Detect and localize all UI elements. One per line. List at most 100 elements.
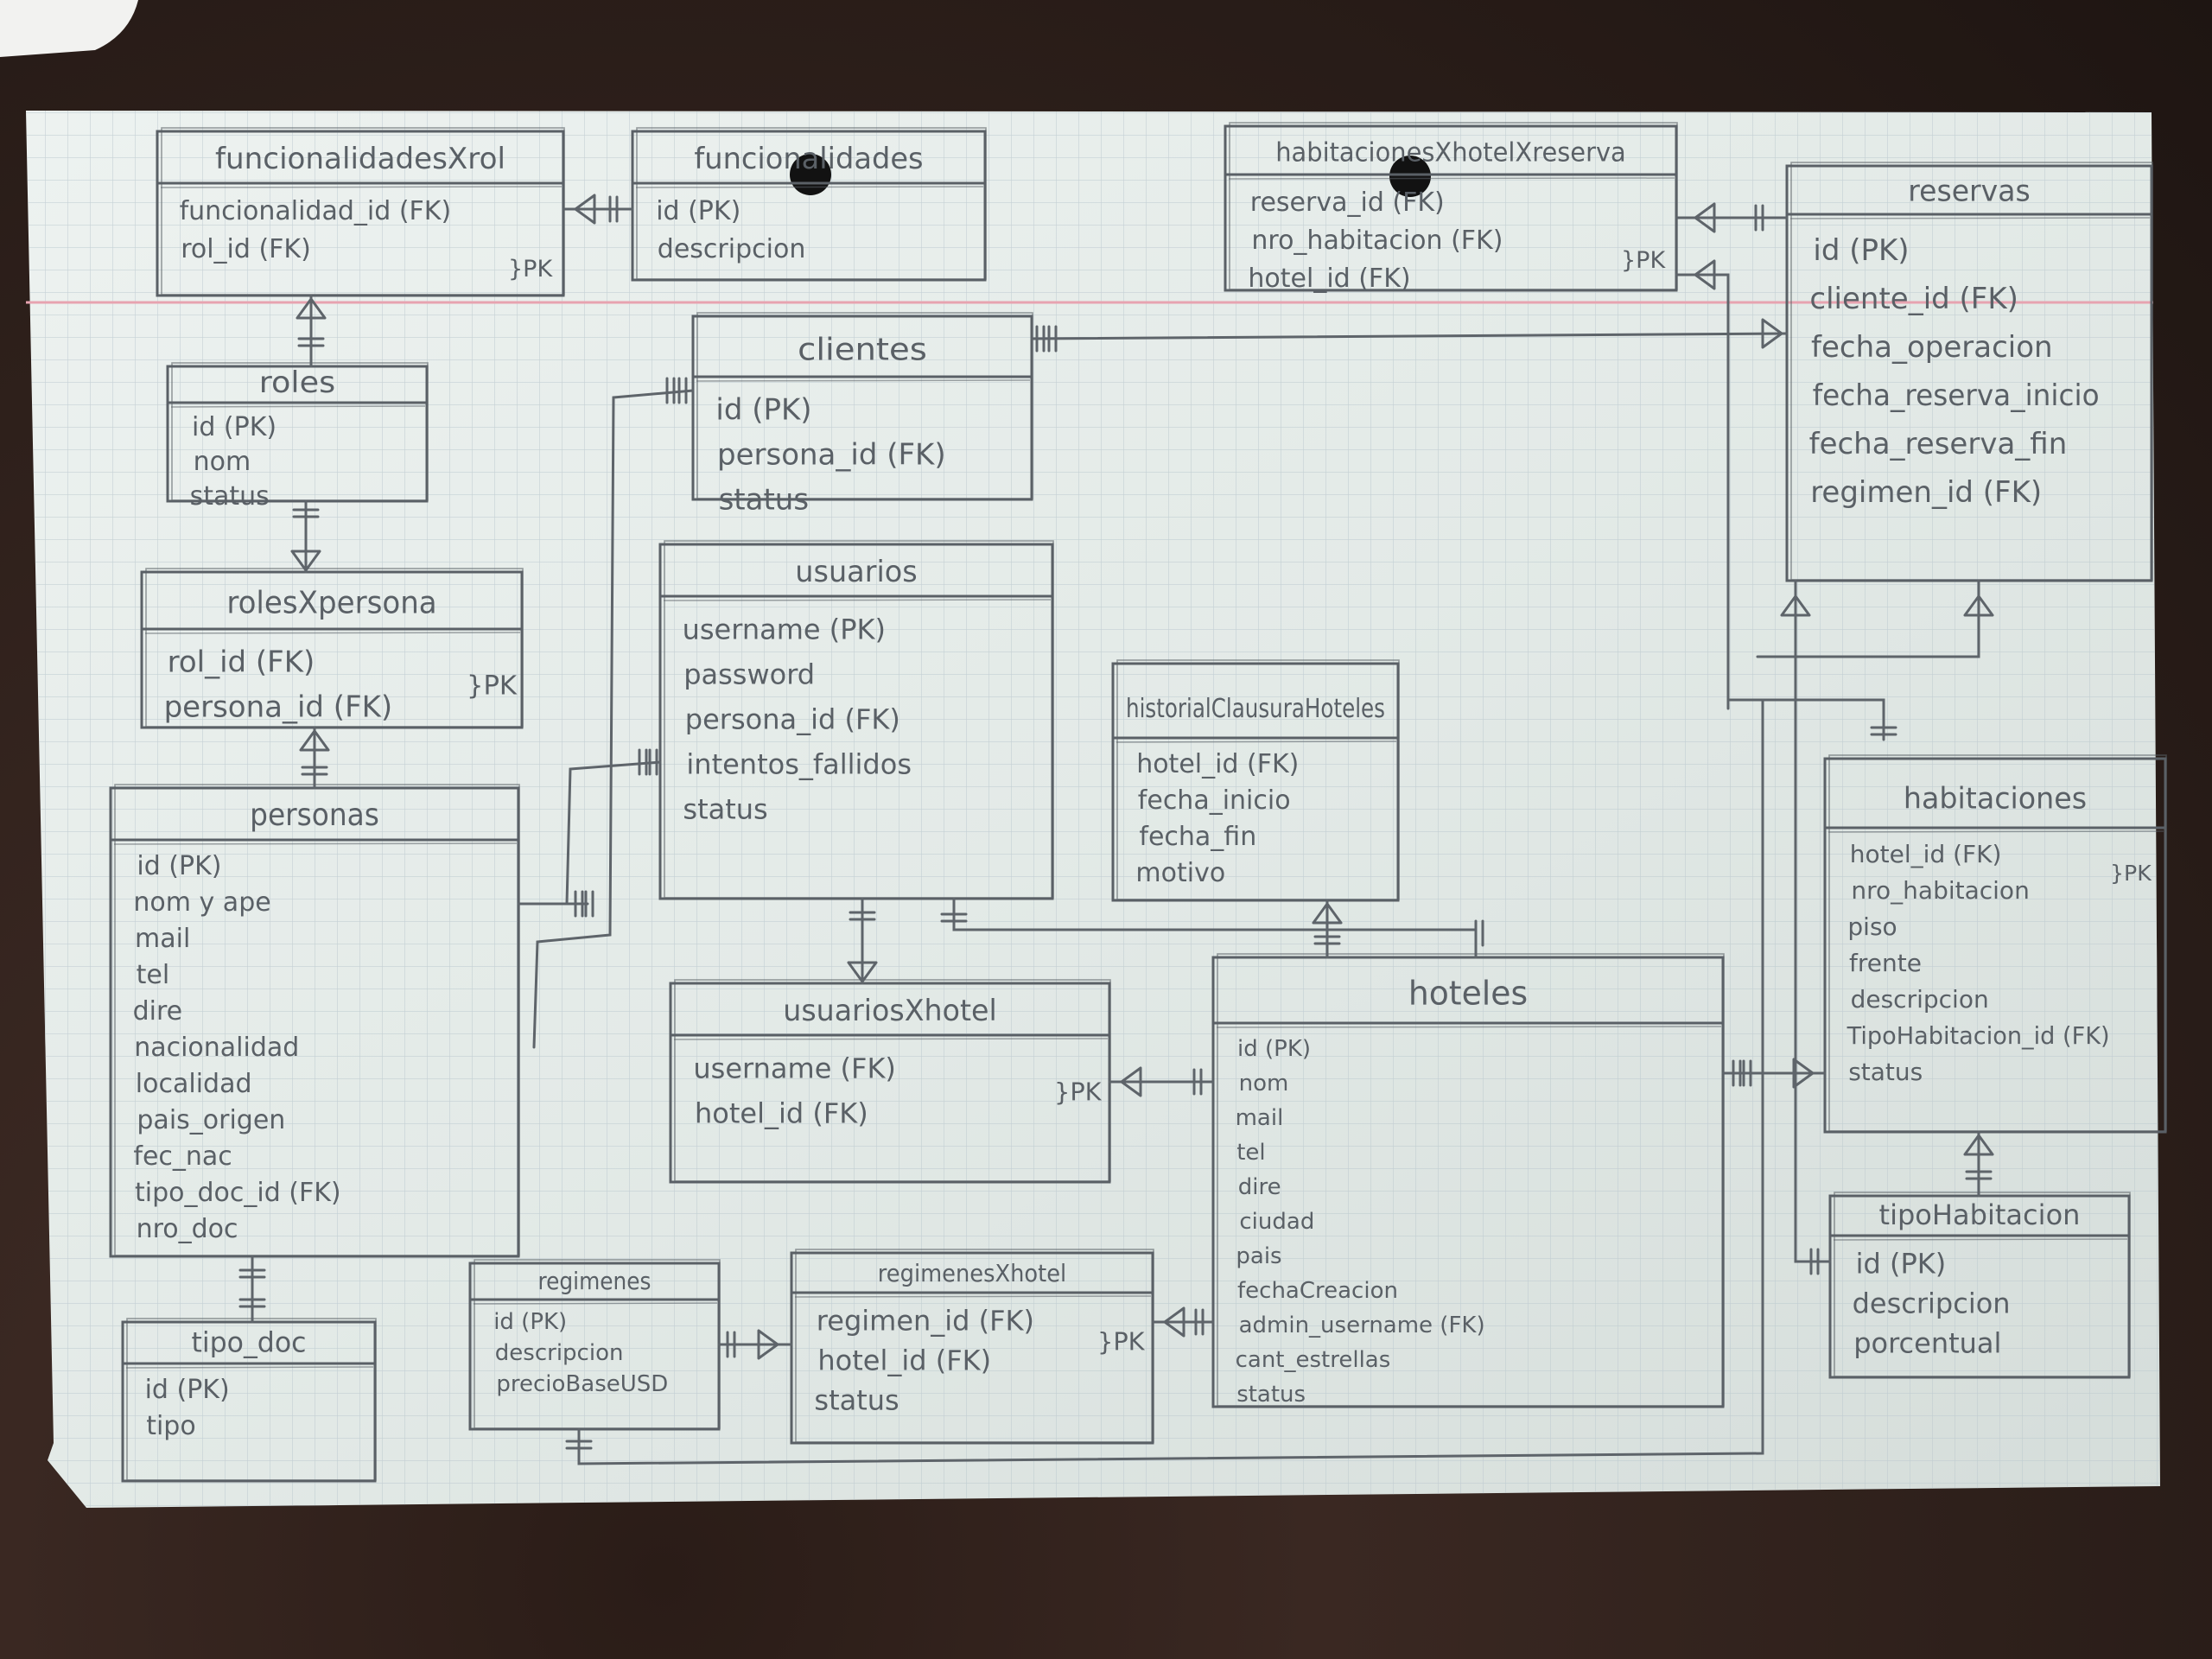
entity-box	[1785, 164, 2153, 582]
one-marker	[574, 890, 584, 918]
entity-box-sketch	[1790, 162, 2153, 581]
entity-title: historialClausuraHoteles	[1126, 694, 1385, 724]
entity-title: personas	[250, 798, 379, 833]
one-marker	[238, 1268, 266, 1279]
one-marker	[565, 1440, 593, 1450]
entity-box	[658, 543, 1054, 900]
entity-field: fecha_inicio	[1138, 785, 1291, 816]
entity-field: hotel_id (FK)	[817, 1344, 991, 1377]
entity-field: status	[1848, 1058, 1923, 1086]
entity-box	[166, 365, 429, 503]
many-marker	[757, 1329, 779, 1360]
entity-field: hotel_id (FK)	[1850, 840, 2002, 868]
entity-field: localidad	[136, 1069, 252, 1099]
one-marker	[1474, 919, 1484, 947]
many-marker	[296, 297, 327, 320]
entity-title: tipo_doc	[191, 1326, 306, 1359]
entity-box	[691, 315, 1033, 501]
background-sheet-corner	[0, 0, 138, 57]
entity-field: id (PK)	[192, 412, 276, 442]
entity-header-divider-sketch	[473, 1302, 718, 1305]
entity-field: nro_habitacion	[1851, 876, 2029, 905]
entity-title: roles	[259, 365, 335, 400]
entity-field: hotel_id (FK)	[1248, 264, 1410, 294]
one-marker	[297, 337, 325, 347]
entity-field: mail	[135, 924, 190, 954]
entity-field: status	[719, 482, 809, 517]
one-marker	[608, 195, 619, 223]
entity-field: status	[814, 1384, 899, 1417]
entity-header-divider-sketch	[1228, 177, 1675, 180]
many-marker	[1312, 902, 1343, 925]
entity-field: status	[190, 481, 270, 512]
entity-box	[1823, 757, 2167, 1134]
rel-habxhotelxreserva-habitaciones	[1675, 273, 1730, 710]
entity-field: username (PK)	[683, 613, 886, 645]
one-marker	[665, 377, 676, 404]
one-marker	[1732, 1059, 1742, 1087]
one-marker	[584, 890, 594, 918]
many-marker	[1792, 1058, 1815, 1089]
entity-box	[631, 130, 987, 282]
many-marker	[1163, 1306, 1185, 1338]
entity-box-sketch	[664, 540, 1054, 899]
entity-field: persona_id (FK)	[164, 690, 393, 724]
entity-field: TipoHabitacion_id (FK)	[1847, 1021, 2110, 1050]
many-marker	[574, 194, 596, 225]
one-marker	[849, 911, 876, 921]
many-marker	[1963, 1134, 1994, 1156]
entity-box	[1111, 662, 1400, 902]
entity-title: clientes	[798, 332, 927, 367]
entity-title: habitaciones	[1904, 782, 2087, 817]
entity-field: tel	[137, 960, 170, 990]
entity-field: fecha_reserva_fin	[1809, 427, 2068, 461]
entity-box-sketch	[171, 362, 429, 501]
one-marker	[1313, 935, 1341, 945]
entity-title: rolesXpersona	[226, 586, 436, 621]
entity-field: nom	[1239, 1071, 1289, 1096]
entity-field: id (PK)	[715, 392, 811, 427]
entity-box-sketch	[161, 127, 565, 296]
one-marker	[940, 912, 968, 923]
pk-brace-note: }PK	[1097, 1327, 1146, 1357]
entity-header-divider-sketch	[170, 405, 426, 408]
entity-field: regimen_id (FK)	[817, 1305, 1034, 1338]
entity-header-divider-sketch	[794, 1295, 1152, 1298]
entity-field: descripcion	[495, 1340, 624, 1366]
entity-field: motivo	[1135, 858, 1225, 888]
entity-field: dire	[1238, 1174, 1281, 1200]
rel-clientes-personas	[532, 389, 695, 1049]
entity-historialClausura[interactable]: historialClausuraHoteles hotel_id (FK) fec…	[1111, 659, 1400, 902]
entity-field: username (FK)	[693, 1052, 896, 1084]
pk-brace-note: }PK	[2110, 861, 2152, 886]
many-marker	[1694, 259, 1716, 290]
entity-title: regimenes	[537, 1267, 651, 1295]
entity-field: hotel_id (FK)	[1136, 749, 1299, 779]
entity-field: id (PK)	[145, 1375, 230, 1405]
entity-field: intentos_fallidos	[686, 747, 912, 780]
one-marker	[1192, 1068, 1203, 1096]
entity-field: id (PK)	[493, 1309, 567, 1335]
pk-brace-note: }PK	[467, 671, 518, 701]
entity-field: id (PK)	[1813, 233, 1909, 268]
one-marker	[1194, 1308, 1205, 1336]
entity-field: rol_id (FK)	[181, 234, 311, 264]
entity-field: fecha_fin	[1139, 822, 1256, 852]
